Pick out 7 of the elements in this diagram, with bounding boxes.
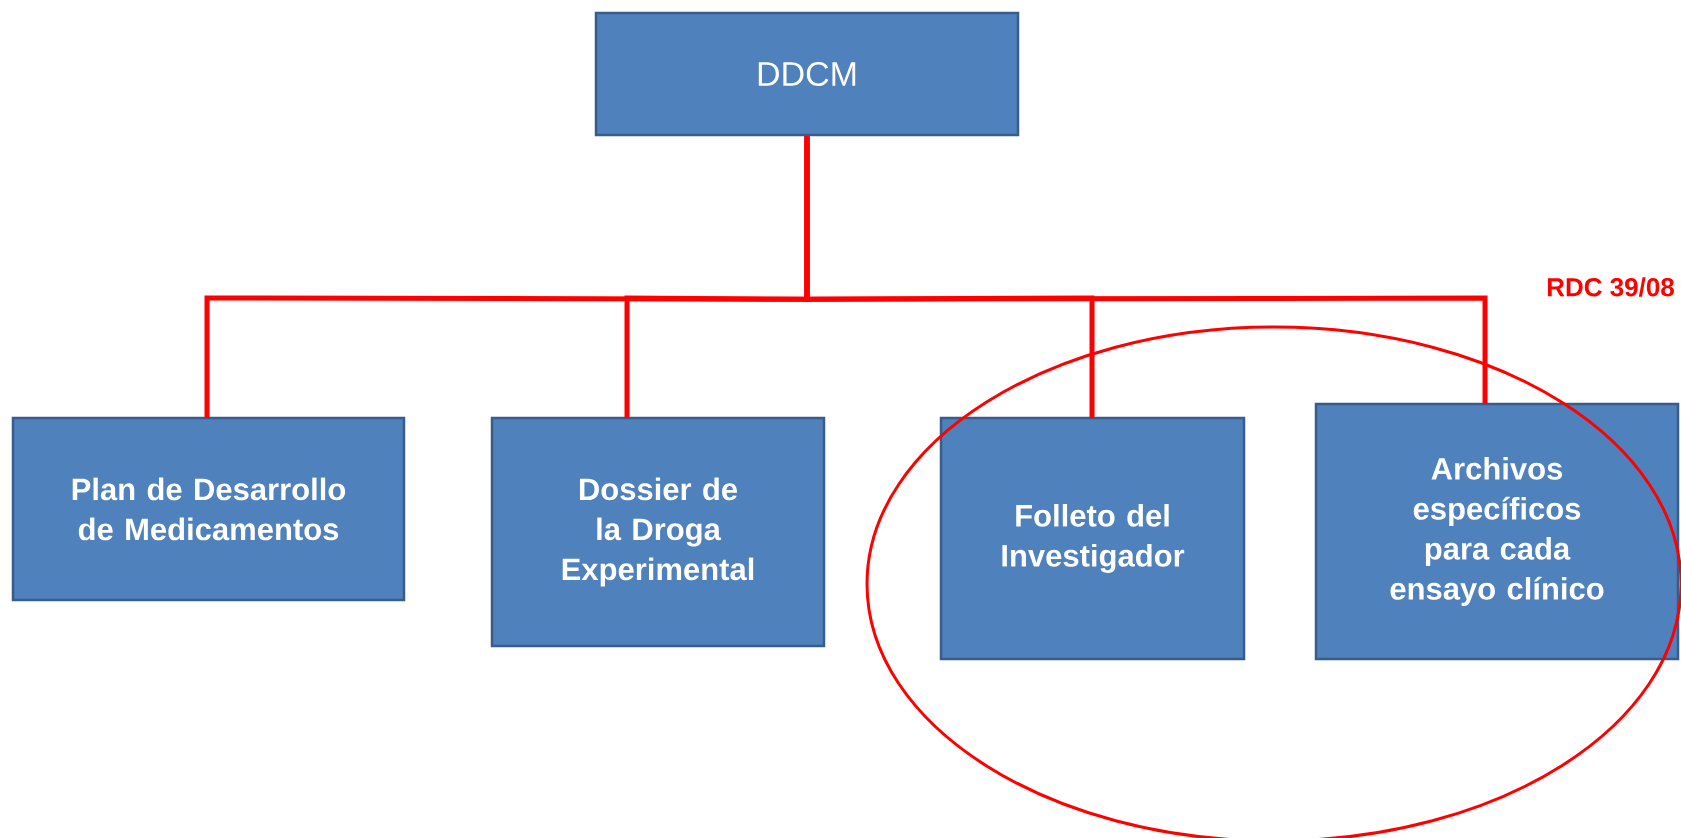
document-box: Archivos específicos para cada ensayo clínico bbox=[1314, 402, 1680, 661]
regulation-label: RDC 39/08 bbox=[1547, 277, 1674, 297]
document-box: Folleto del Investigador bbox=[939, 416, 1246, 661]
document-box: Plan de Desarrollo de Medicamentos bbox=[11, 416, 406, 602]
header-box: DDCM bbox=[594, 11, 1020, 137]
connector-line bbox=[804, 136, 1488, 404]
document-box: Dossier de la Droga Experimental bbox=[490, 416, 826, 648]
